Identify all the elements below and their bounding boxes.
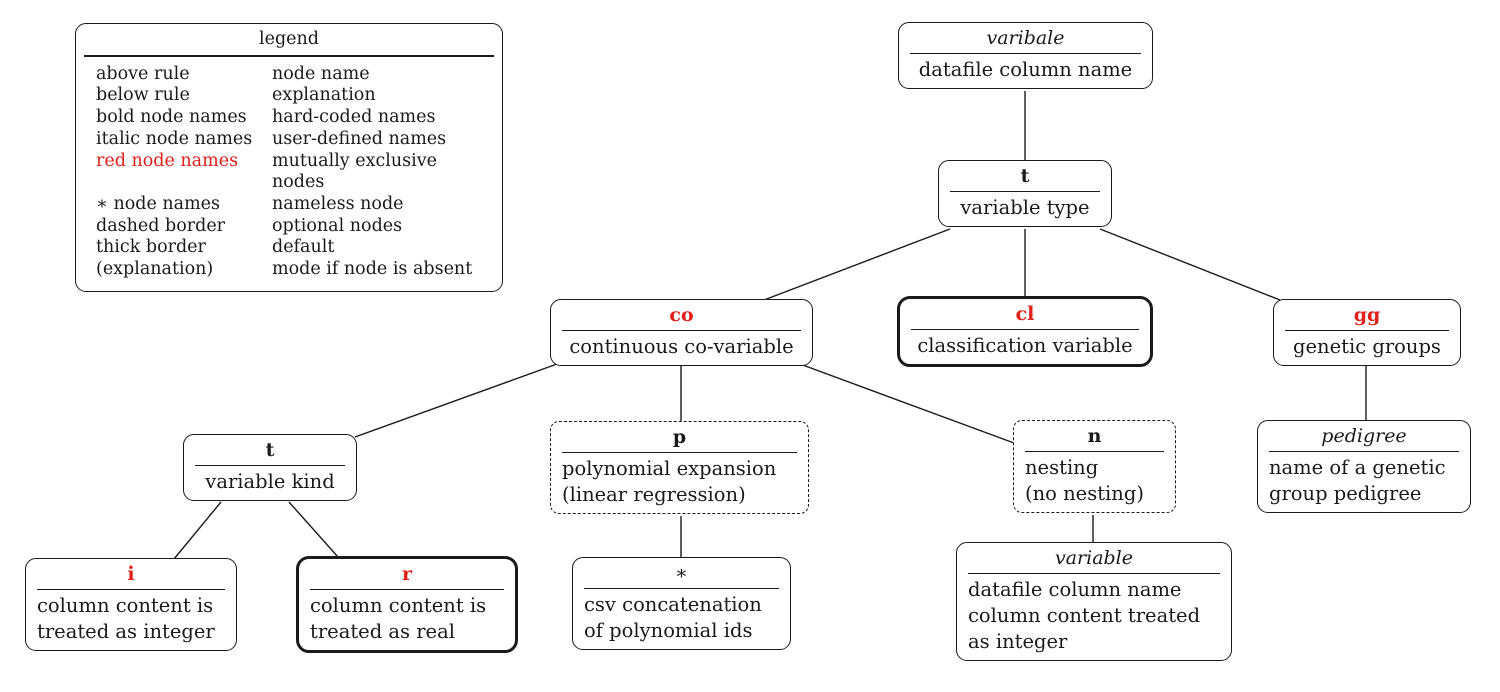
node-variable: variable datafile column name column con…: [956, 542, 1232, 662]
node-explanation: column content is treated as real: [310, 594, 487, 644]
legend-key: bold node names: [96, 107, 247, 128]
node-name: gg: [1285, 302, 1449, 332]
node-explanation: variable kind: [205, 470, 335, 494]
legend-value: mode if node is absent: [272, 259, 473, 280]
legend-value: hard-coded names: [272, 107, 436, 128]
edge-co-n: [799, 363, 1015, 444]
node-pedigree: pedigree name of a genetic group pedigre…: [1257, 420, 1471, 514]
node-explanation: csv concatenation of polynomial ids: [584, 593, 762, 643]
node-name: ∗: [584, 560, 779, 590]
node-t-variable-type: t variable type: [938, 160, 1112, 228]
legend-value: nameless node: [272, 193, 404, 214]
node-p: p polynomial expansion (linear regressio…: [550, 421, 809, 515]
legend-row: dashed border optional nodes: [96, 216, 494, 238]
node-star: ∗ csv concatenation of polynomial ids: [572, 557, 791, 651]
node-explanation: column content is treated as integer: [37, 594, 215, 644]
legend-row: (explanation) mode if node is absent: [96, 259, 494, 281]
node-varibale: varibale datafile column name: [898, 22, 1153, 90]
edge-t-gg: [1099, 228, 1281, 301]
node-gg: gg genetic groups: [1273, 299, 1461, 367]
node-name: variable: [968, 545, 1220, 575]
legend-value: explanation: [272, 85, 376, 106]
node-name: r: [310, 561, 504, 591]
edge-kind-i: [173, 501, 222, 560]
node-name: i: [37, 561, 225, 591]
legend-row: red node names mutually exclusive nodes: [96, 151, 494, 194]
legend-value: optional nodes: [272, 215, 403, 236]
node-i: i column content is treated as integer: [25, 558, 237, 652]
legend-row: italic node names user-defined names: [96, 129, 494, 151]
legend-box: legend above rule node name below rule e…: [75, 23, 503, 292]
edge-t-co: [763, 228, 951, 301]
node-name: varibale: [910, 25, 1141, 55]
node-cl: cl classification variable: [897, 296, 1153, 368]
node-name: n: [1025, 423, 1164, 453]
node-name: t: [195, 437, 345, 467]
node-explanation: variable type: [960, 196, 1090, 220]
node-co: co continuous co-variable: [550, 299, 813, 367]
node-r: r column content is treated as real: [296, 556, 518, 654]
legend-value: default: [272, 237, 335, 258]
node-explanation: datafile column name: [918, 58, 1133, 82]
node-explanation: continuous co-variable: [569, 335, 794, 359]
legend-key: above rule: [96, 63, 190, 84]
node-n: n nesting (no nesting): [1013, 420, 1176, 514]
legend-value: user-defined names: [272, 128, 447, 149]
legend-row: below rule explanation: [96, 85, 494, 107]
legend-key: ∗ node names: [96, 193, 221, 214]
legend-key: dashed border: [96, 215, 226, 236]
legend-value: node name: [272, 63, 370, 84]
node-name: p: [562, 424, 797, 454]
legend-key: red node names: [96, 150, 239, 171]
node-explanation: name of a genetic group pedigree: [1269, 456, 1446, 506]
legend-rows: above rule node name below rule explanat…: [84, 57, 494, 281]
legend-key: below rule: [96, 85, 190, 106]
node-name: pedigree: [1269, 423, 1459, 453]
legend-row: ∗ node names nameless node: [96, 194, 494, 216]
node-name: t: [950, 163, 1100, 193]
node-explanation: classification variable: [917, 334, 1133, 358]
legend-key: (explanation): [96, 259, 214, 280]
legend-row: bold node names hard-coded names: [96, 107, 494, 129]
legend-key: italic node names: [96, 128, 253, 149]
legend-key: thick border: [96, 237, 206, 258]
edge-kind-r: [288, 501, 339, 558]
legend-row: thick border default: [96, 237, 494, 259]
legend-title: legend: [84, 28, 494, 57]
node-t-variable-kind: t variable kind: [183, 434, 357, 502]
node-name: co: [562, 302, 801, 332]
node-explanation: nesting (no nesting): [1025, 456, 1144, 506]
edge-co-kind: [354, 363, 558, 438]
node-name: cl: [911, 301, 1139, 331]
node-explanation: datafile column name column content trea…: [968, 578, 1201, 654]
node-explanation: polynomial expansion (linear regression): [562, 457, 777, 507]
legend-row: above rule node name: [96, 64, 494, 86]
legend-value: mutually exclusive nodes: [272, 150, 437, 193]
node-explanation: genetic groups: [1293, 335, 1441, 359]
